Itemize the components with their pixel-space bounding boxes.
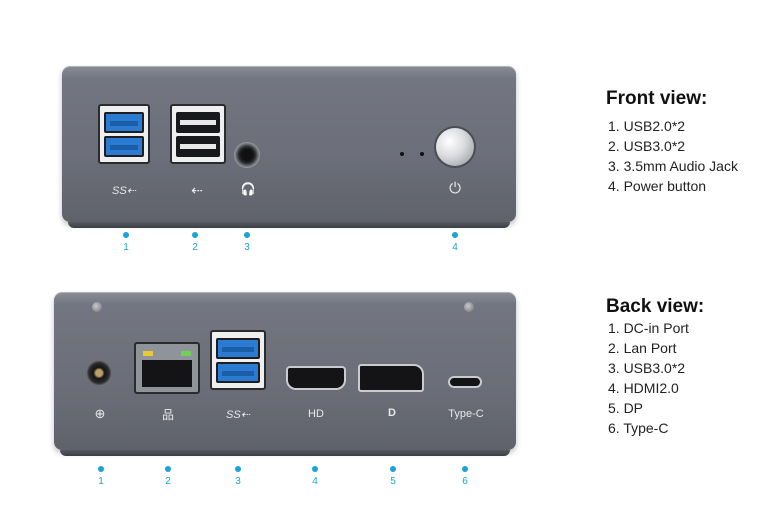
callout-number-front-1: 1 <box>123 242 129 253</box>
back-spec-item: 6. Type-C <box>608 420 669 436</box>
hdmi-label: HD <box>308 408 324 420</box>
usb3-port-front <box>98 104 150 164</box>
ss-usb-icon: SS⇠ <box>112 185 136 197</box>
screw-left <box>92 302 102 312</box>
audio-jack <box>234 142 260 168</box>
back-spec-item: 2. Lan Port <box>608 340 677 356</box>
callout-dot-back-1 <box>98 466 104 472</box>
type-c-label: Type-C <box>448 408 484 420</box>
type-c-port <box>448 376 482 388</box>
ss-usb-icon: SS⇠ <box>226 409 250 421</box>
callout-number-front-2: 2 <box>192 242 198 253</box>
screw-right <box>464 302 474 312</box>
back-spec-item: 4. HDMI2.0 <box>608 380 679 396</box>
back-spec-item: 5. DP <box>608 400 644 416</box>
back-spec-item: 1. DC-in Port <box>608 320 689 336</box>
callout-number-back-4: 4 <box>312 476 318 487</box>
callout-dot-back-4 <box>312 466 318 472</box>
callout-dot-back-2 <box>165 466 171 472</box>
callout-number-back-3: 3 <box>235 476 241 487</box>
callout-dot-front-1 <box>123 232 129 238</box>
power-button <box>436 128 474 166</box>
front-panel: SS⇠ ⇠ 🎧 ⏻ <box>62 66 516 228</box>
power-icon: ⏻ <box>449 180 461 197</box>
usb3-port-back <box>210 330 266 390</box>
callout-dot-back-6 <box>462 466 468 472</box>
callout-dot-back-5 <box>390 466 396 472</box>
callout-number-back-6: 6 <box>462 476 468 487</box>
callout-number-back-2: 2 <box>165 476 171 487</box>
callout-dot-front-4 <box>452 232 458 238</box>
dc-in-port <box>86 360 112 386</box>
back-spec-item: 3. USB3.0*2 <box>608 360 686 376</box>
front-spec-item: 1. USB2.0*2 <box>608 118 686 134</box>
callout-dot-back-3 <box>235 466 241 472</box>
hdmi-port <box>286 366 346 390</box>
usb-icon: ⇠ <box>191 182 203 198</box>
status-led-1 <box>400 152 404 156</box>
front-spec-item: 3. 3.5mm Audio Jack <box>608 158 738 174</box>
lan-port <box>134 342 200 394</box>
callout-dot-front-2 <box>192 232 198 238</box>
front-spec-item: 2. USB3.0*2 <box>608 138 686 154</box>
dp-icon: D <box>388 407 396 419</box>
callout-number-back-1: 1 <box>98 476 104 487</box>
callout-dot-front-3 <box>244 232 250 238</box>
callout-number-back-5: 5 <box>390 476 396 487</box>
headphones-icon: 🎧 <box>240 182 256 196</box>
usb2-port-front <box>170 104 226 164</box>
back-panel: ⊕ 品 SS⇠ HD D Type-C <box>54 292 516 456</box>
front-spec-item: 4. Power button <box>608 178 707 194</box>
network-icon: 品 <box>161 408 174 422</box>
callout-number-front-3: 3 <box>244 242 250 253</box>
status-led-2 <box>420 152 424 156</box>
back-view-heading: Back view: <box>606 296 705 317</box>
front-view-heading: Front view: <box>606 88 708 109</box>
callout-number-front-4: 4 <box>452 242 458 253</box>
dc-in-icon: ⊕ <box>94 406 106 421</box>
displayport-port <box>358 364 424 392</box>
